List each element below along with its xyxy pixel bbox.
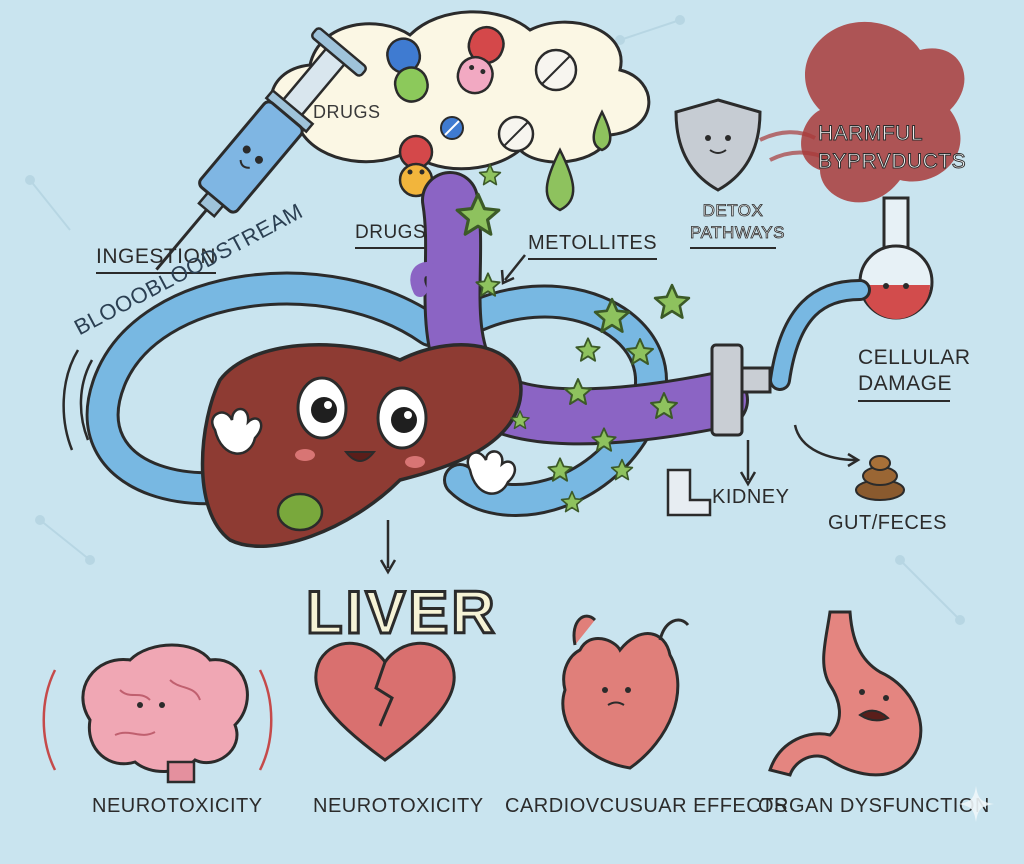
stomach-icon: [770, 612, 921, 775]
sparkle-icon: [956, 784, 996, 824]
tablet-white-icon: [536, 50, 576, 90]
harmful-byproducts-label: HARMFUL BYPRVDUCTS: [818, 120, 968, 176]
heart-organ-icon: [563, 616, 688, 768]
detox-label: DETOX PATHWAYS: [690, 200, 776, 249]
effect-label-neurotoxicity-brain: NEUROTOXICITY: [92, 795, 263, 818]
flask-icon: [860, 198, 932, 319]
brain-icon: [44, 645, 272, 782]
effect-label-neurotoxicity-heart: NEUROTOXICITY: [313, 795, 484, 818]
broken-heart-icon: [316, 643, 455, 760]
cellular-damage-label: CELLULAR DAMAGE: [858, 345, 950, 402]
metabolites-label: METOLLITES: [528, 232, 657, 260]
poop-icon: [856, 456, 904, 500]
kidney-label: KIDNEY: [712, 486, 789, 509]
effect-label-cardiovascular: CARDIOVCUSUAR EFFECTS: [505, 795, 788, 818]
drugs-label: DRUGS: [355, 222, 426, 249]
liver-title: LIVER: [306, 578, 498, 647]
tablet-white-small-icon: [499, 117, 533, 151]
tablet-blue-icon: [441, 117, 463, 139]
gut-feces-label: GUT/FECES: [828, 512, 947, 535]
drugs-cloud-label: DRUGS: [313, 102, 381, 123]
shield-icon: [676, 100, 760, 190]
